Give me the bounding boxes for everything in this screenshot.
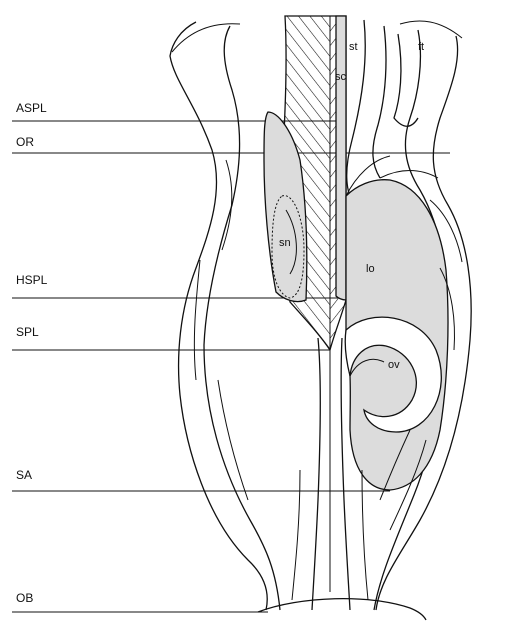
lo-label: lo — [366, 263, 375, 275]
level-label-aspl: ASPL — [16, 101, 47, 115]
sc-strip — [336, 16, 346, 300]
branch-6 — [218, 380, 248, 500]
branch-11 — [362, 470, 368, 600]
level-labels: ASPL OR HSPL SPL SA OB — [16, 101, 48, 605]
branch-5 — [194, 260, 200, 380]
left-top-cap — [172, 24, 240, 52]
central-column — [281, 16, 350, 610]
left-outer-contour — [170, 22, 267, 610]
sc-label: sc — [335, 71, 347, 83]
right-medial-line-2 — [373, 26, 386, 178]
base-arch — [258, 599, 426, 620]
st-label: st — [349, 41, 358, 53]
level-label-sa: SA — [16, 468, 32, 482]
level-label-hspl: HSPL — [16, 273, 48, 287]
level-label-or: OR — [16, 135, 34, 149]
right-top-cap — [400, 21, 462, 38]
branch-2 — [380, 171, 438, 179]
ft-label: ft — [418, 41, 424, 53]
level-label-ob: OB — [16, 591, 33, 605]
lower-tube-right — [341, 338, 350, 610]
lower-tube-left — [312, 338, 320, 610]
branch-10 — [292, 470, 300, 600]
ft-channel — [394, 34, 418, 126]
level-label-spl: SPL — [16, 325, 39, 339]
sn-label: sn — [279, 237, 291, 249]
ov-label: ov — [388, 359, 400, 371]
